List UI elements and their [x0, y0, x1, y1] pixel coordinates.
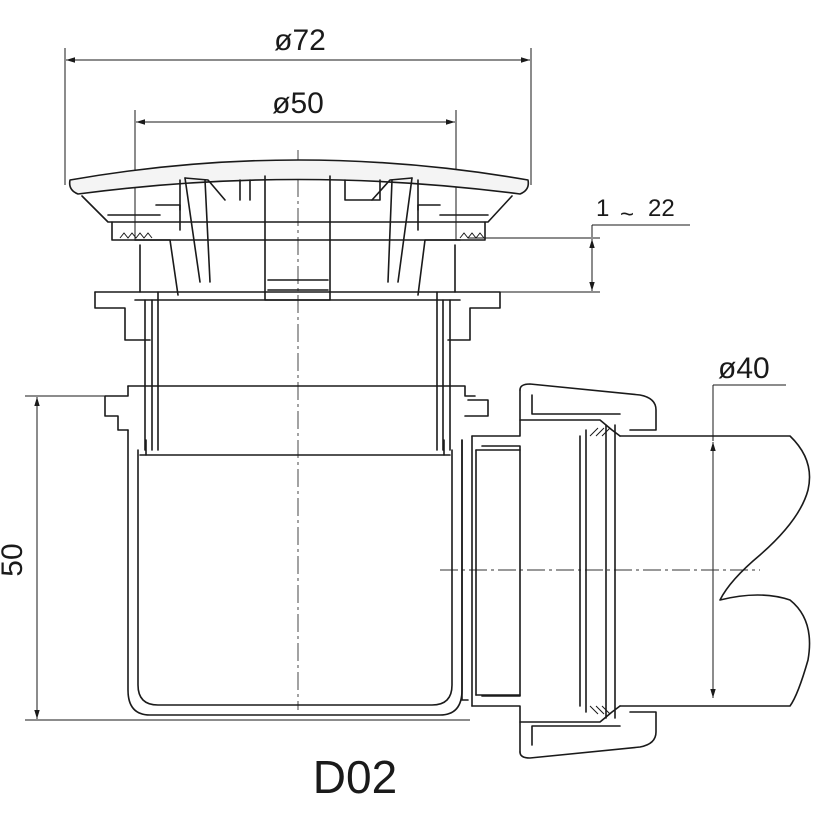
- drain-cover: [68, 159, 530, 301]
- height-label: 50: [0, 543, 29, 576]
- dimension-inner-diameter: ø50: [134, 87, 457, 240]
- model-label: D02: [313, 751, 397, 803]
- dimension-outlet-diameter: ø40: [710, 352, 786, 698]
- outlet-pipe: [475, 435, 811, 707]
- trap-bowl: [104, 385, 489, 716]
- dimension-outer-diameter: ø72: [64, 24, 532, 185]
- adjust-range-symbol: ~: [620, 201, 634, 228]
- adjust-range-high: 22: [648, 195, 675, 222]
- outlet-connector: [461, 383, 657, 759]
- dimension-adjust-range: 1 ~ 22: [468, 195, 690, 293]
- outlet-diameter-label: ø40: [718, 352, 770, 385]
- inner-diameter-label: ø50: [272, 87, 324, 120]
- dimension-height: 50: [0, 395, 470, 721]
- outer-diameter-label: ø72: [274, 24, 326, 57]
- drain-body: [94, 239, 501, 451]
- adjust-range-low: 1: [596, 195, 609, 222]
